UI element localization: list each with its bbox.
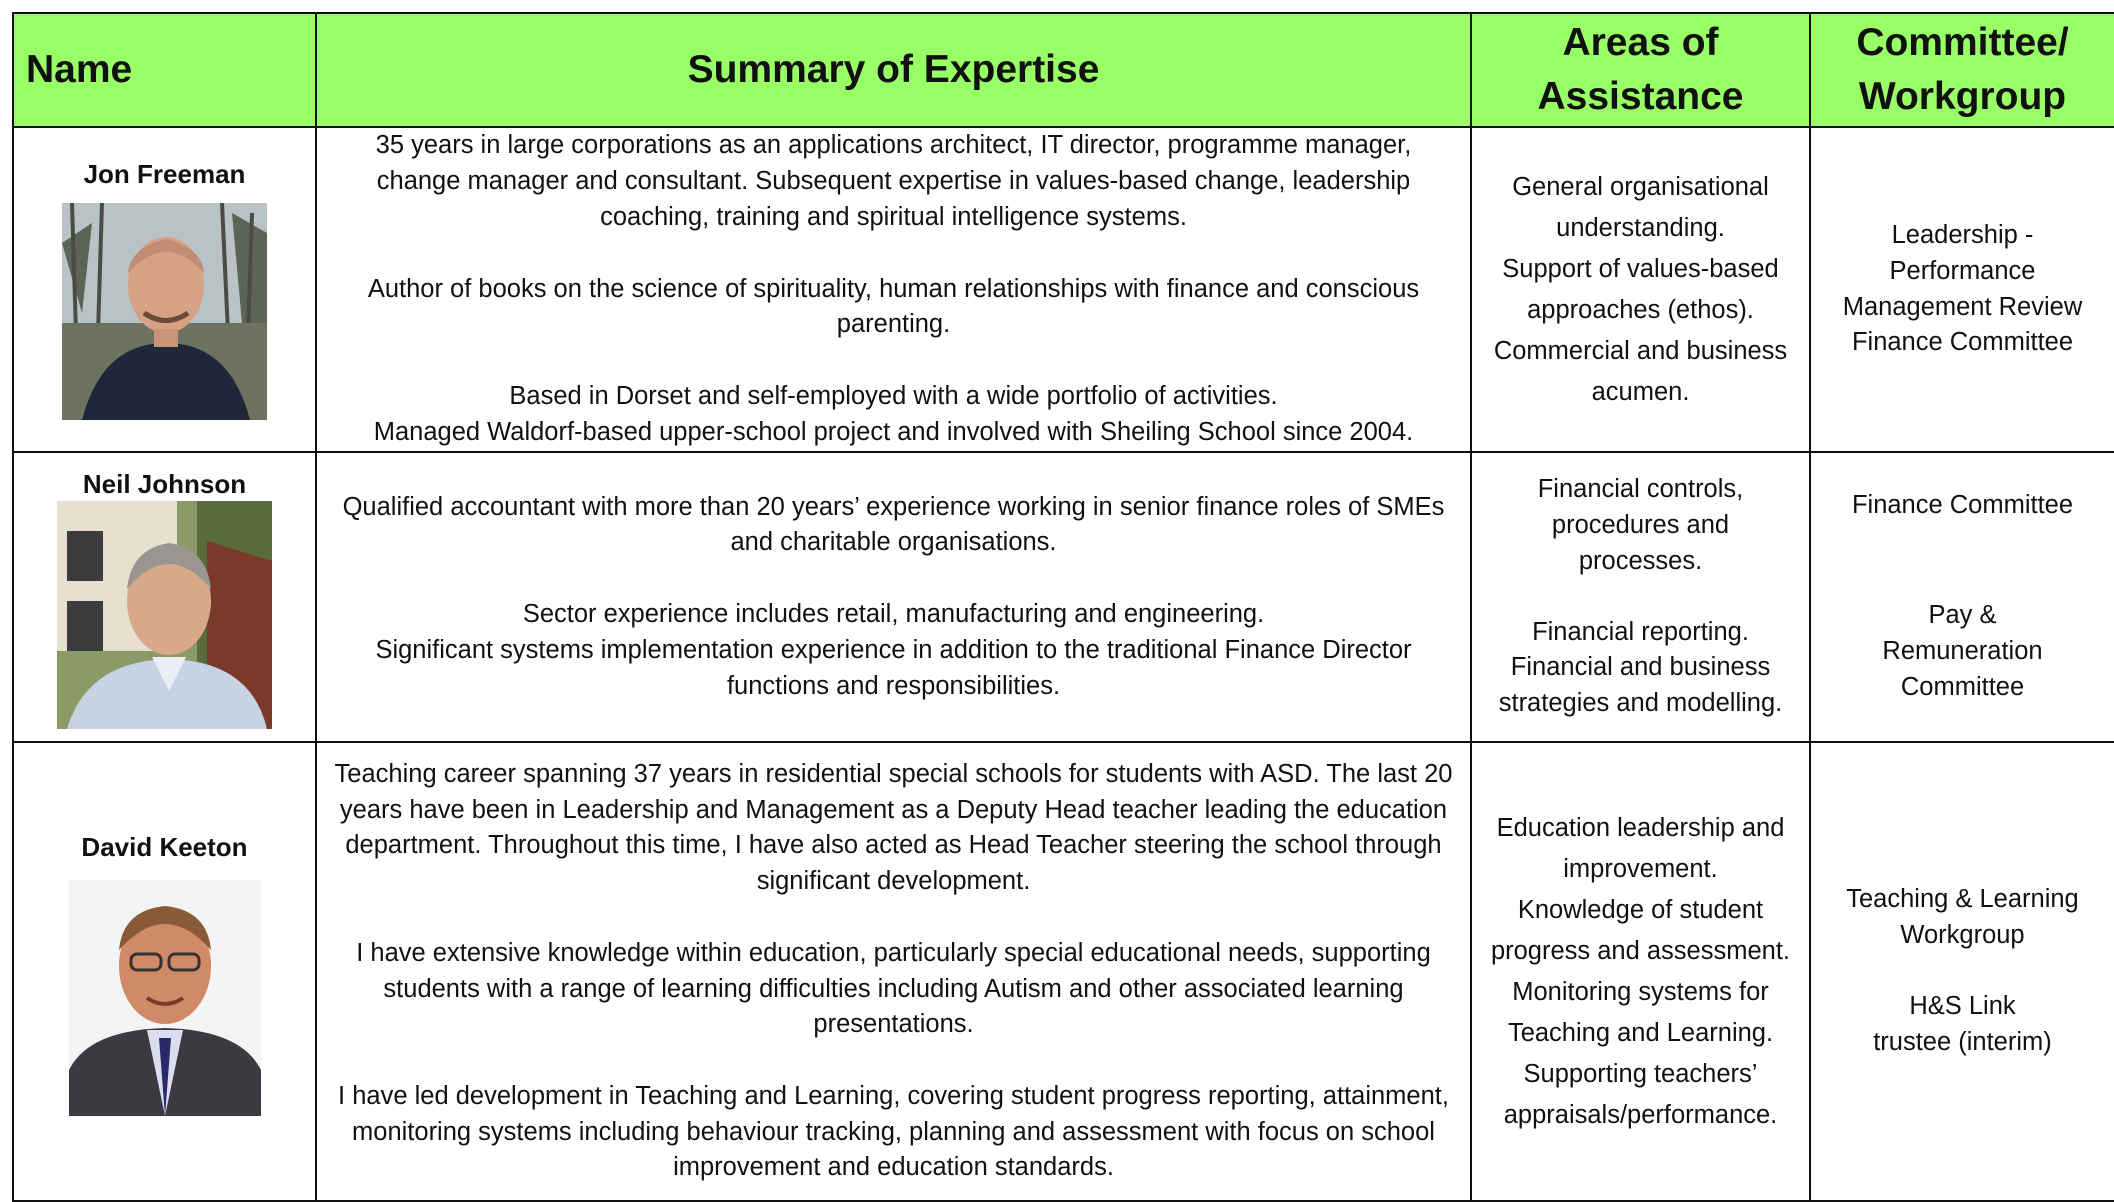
areas-cell: General organisational understanding. Su… xyxy=(1470,126,1811,453)
area-item: Support of values-based approaches (etho… xyxy=(1502,254,1779,324)
person-name: David Keeton xyxy=(81,831,248,862)
summary-paragraph: Qualified accountant with more than 20 y… xyxy=(342,492,1445,557)
table-row: David Keeton Teaching career spanning 37… xyxy=(12,741,2114,1202)
area-item: Knowledge of student progress and assess… xyxy=(1490,895,1791,965)
areas-cell: Education leadership and improvement. Kn… xyxy=(1470,741,1811,1202)
summary-paragraph: 35 years in large corporations as an app… xyxy=(375,131,1412,231)
header-committee: Committee/ Workgroup xyxy=(1809,12,2114,128)
area-item: Commercial and business acumen. xyxy=(1493,336,1788,406)
table-row: Jon Freeman 35 years in large corporatio… xyxy=(12,126,2114,453)
summary-cell: Teaching career spanning 37 years in res… xyxy=(315,741,1472,1202)
area-item: Financial and business strategies and mo… xyxy=(1498,653,1783,718)
summary-paragraph: Based in Dorset and self-employed with a… xyxy=(509,381,1278,410)
committee-item: Finance Committee xyxy=(1851,491,2074,520)
committee-cell: Leadership - Performance Management Revi… xyxy=(1809,126,2114,453)
person-name: Neil Johnson xyxy=(82,469,247,499)
name-cell: Neil Johnson xyxy=(12,451,317,743)
summary-paragraph: I have led development in Teaching and L… xyxy=(338,1081,1449,1182)
committee-item: Pay & Remuneration Committee xyxy=(1882,601,2043,701)
committee-item: H&S Link trustee (interim) xyxy=(1873,992,2052,1056)
trustees-table: Name Summary of Expertise Areas of Assis… xyxy=(12,12,2114,1202)
name-cell: Jon Freeman xyxy=(12,126,317,453)
committee-item: Finance Committee xyxy=(1851,328,2074,357)
portrait-photo xyxy=(68,879,261,1116)
area-item: Education leadership and improvement. xyxy=(1496,813,1785,883)
committee-cell: Finance Committee Pay & Remuneration Com… xyxy=(1809,451,2114,743)
summary-paragraph: Significant systems implementation exper… xyxy=(375,635,1412,700)
header-summary: Summary of Expertise xyxy=(315,12,1472,128)
portrait-photo xyxy=(57,501,272,729)
area-item: General organisational understanding. xyxy=(1512,172,1769,242)
summary-paragraph: I have extensive knowledge within educat… xyxy=(356,938,1431,1039)
area-item: Financial reporting. xyxy=(1532,617,1749,646)
committee-item: Teaching & Learning Workgroup xyxy=(1846,885,2079,950)
header-row: Name Summary of Expertise Areas of Assis… xyxy=(12,12,2114,128)
name-cell: David Keeton xyxy=(12,741,317,1202)
portrait-photo xyxy=(62,203,267,420)
person-name: Jon Freeman xyxy=(83,159,246,189)
header-areas-label: Areas of Assistance xyxy=(1537,21,1744,118)
header-committee-label: Committee/ Workgroup xyxy=(1856,21,2069,118)
header-areas: Areas of Assistance xyxy=(1470,12,1811,128)
area-item: Financial controls, procedures and proce… xyxy=(1537,475,1744,575)
summary-paragraph: Managed Waldorf-based upper-school proje… xyxy=(373,417,1414,446)
summary-paragraph: Teaching career spanning 37 years in res… xyxy=(334,759,1453,896)
summary-cell: Qualified accountant with more than 20 y… xyxy=(315,451,1472,743)
committee-item: Leadership - Performance Management Revi… xyxy=(1842,220,2083,321)
area-item: Monitoring systems for Teaching and Lear… xyxy=(1507,977,1774,1047)
summary-paragraph: Author of books on the science of spirit… xyxy=(367,274,1420,339)
summary-cell: 35 years in large corporations as an app… xyxy=(315,126,1472,453)
committee-cell: Teaching & Learning Workgroup H&S Link t… xyxy=(1809,741,2114,1202)
area-item: Supporting teachers’ appraisals/performa… xyxy=(1503,1059,1778,1129)
table-row: Neil Johnson Qualified accountant with m… xyxy=(12,451,2114,743)
summary-paragraph: Sector experience includes retail, manuf… xyxy=(522,600,1265,628)
header-name: Name xyxy=(12,12,317,128)
areas-cell: Financial controls, procedures and proce… xyxy=(1470,451,1811,743)
